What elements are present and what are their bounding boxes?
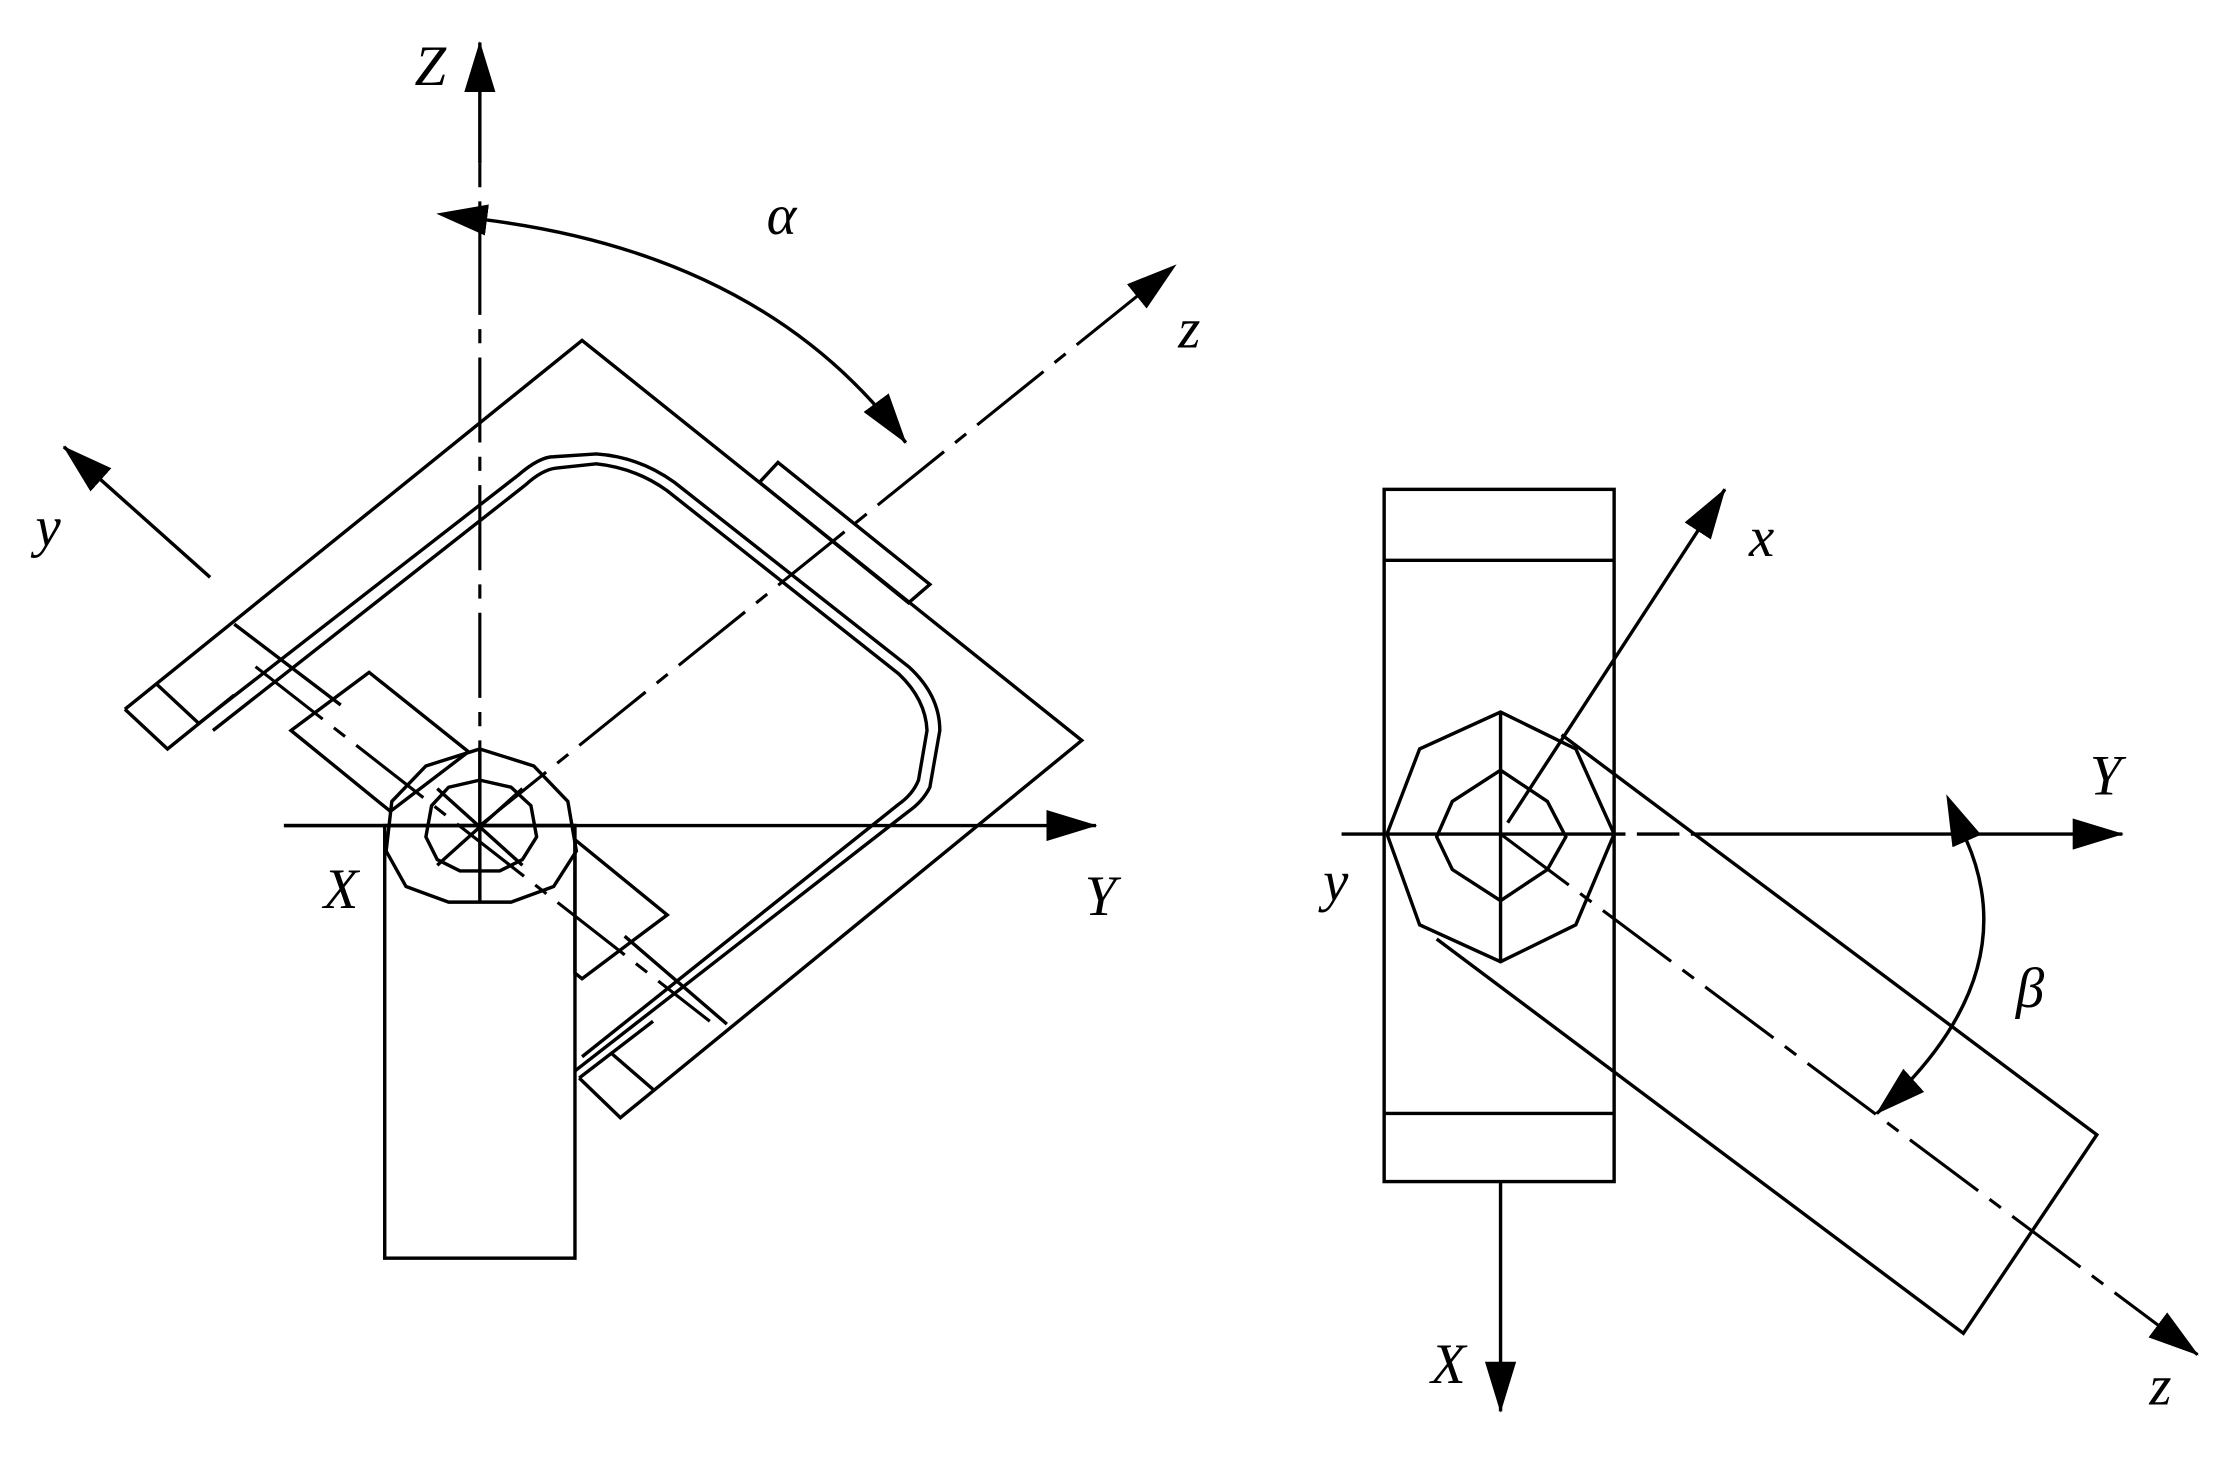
alpha-angle-arc xyxy=(436,204,908,444)
bracket-end-line xyxy=(154,682,200,725)
right-view: X Y x y z β xyxy=(1318,487,2199,1417)
bracket-end-cap xyxy=(123,693,236,752)
label-z: z xyxy=(2148,1354,2171,1417)
y-axis xyxy=(62,445,212,579)
bracket-slot-line xyxy=(233,622,342,707)
clamp-block xyxy=(288,670,472,814)
label-Z: Z xyxy=(415,35,448,98)
inner-channel-inner xyxy=(211,462,929,1059)
bracket-end-line xyxy=(578,1019,655,1080)
z-axis xyxy=(478,264,1177,827)
label-z: z xyxy=(1177,298,1200,361)
label-alpha: α xyxy=(767,184,798,247)
clamp-block xyxy=(573,836,670,981)
left-view: Z X Y z y α xyxy=(30,35,1200,1260)
label-y: y xyxy=(1318,851,1349,914)
label-Y: Y xyxy=(1085,865,1122,928)
inner-channel-outer xyxy=(197,452,942,1073)
beta-angle-arc xyxy=(1875,794,1986,1115)
label-x: x xyxy=(1748,506,1774,569)
label-y: y xyxy=(30,496,61,559)
bracket-end-line xyxy=(609,1051,655,1091)
label-X: X xyxy=(322,858,361,921)
label-X: X xyxy=(1429,1333,1468,1396)
rotated-arm xyxy=(1435,733,2100,1336)
bracket-outline xyxy=(123,338,1085,1121)
x-axis xyxy=(1506,488,1727,824)
label-beta: β xyxy=(2015,957,2045,1020)
clamp-block xyxy=(757,460,933,606)
label-Y: Y xyxy=(2090,744,2127,807)
z-axis xyxy=(1499,832,2199,1356)
y-centerline xyxy=(254,665,711,1023)
